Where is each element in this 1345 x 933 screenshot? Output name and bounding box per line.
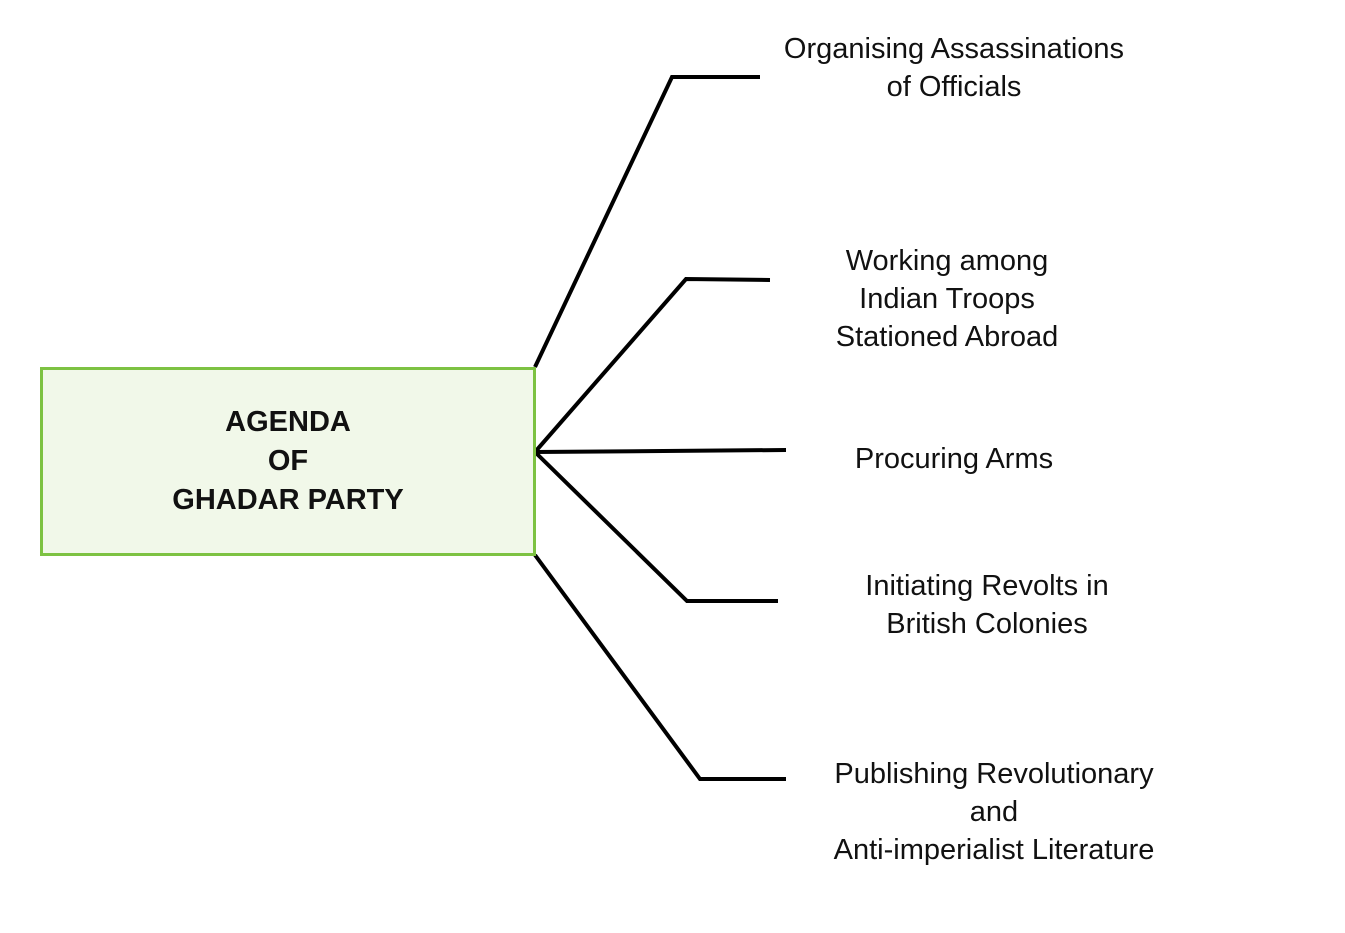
central-title-line-3: GHADAR PARTY (172, 484, 404, 516)
connector-branch-3 (534, 448, 787, 454)
central-title-line-1: AGENDA (225, 406, 351, 438)
central-node: AGENDA OF GHADAR PARTY (40, 367, 536, 556)
connector-branch-4 (533, 450, 778, 603)
branch-label-assassinations: Organising Assassinations of Officials (784, 30, 1124, 106)
connector-branch-1 (533, 75, 760, 368)
connector-branch-5 (533, 553, 786, 781)
branch-label-revolts: Initiating Revolts in British Colonies (865, 567, 1108, 643)
branch-5-line-1: Publishing Revolutionary (834, 758, 1154, 790)
branch-label-procuring-arms: Procuring Arms (855, 440, 1053, 478)
branch-4-line-1: Initiating Revolts in (865, 570, 1109, 602)
branch-5-line-3: Anti-imperialist Literature (833, 834, 1155, 866)
branch-5-line-2: and (969, 796, 1019, 828)
branch-2-line-1: Working among (845, 245, 1049, 277)
connector-branch-2 (533, 276, 771, 454)
branch-label-publishing: Publishing Revolutionary and Anti-imperi… (834, 755, 1155, 869)
central-title-line-2: OF (267, 445, 309, 477)
branch-4-line-2: British Colonies (886, 608, 1088, 640)
branch-label-indian-troops: Working among Indian Troops Stationed Ab… (836, 242, 1059, 356)
branch-1-line-2: of Officials (886, 71, 1022, 103)
branch-1-line-1: Organising Assassinations (783, 33, 1125, 65)
branch-2-line-3: Stationed Abroad (835, 321, 1059, 353)
branch-2-line-2: Indian Troops (859, 283, 1035, 315)
branch-3-line-1: Procuring Arms (854, 443, 1054, 475)
